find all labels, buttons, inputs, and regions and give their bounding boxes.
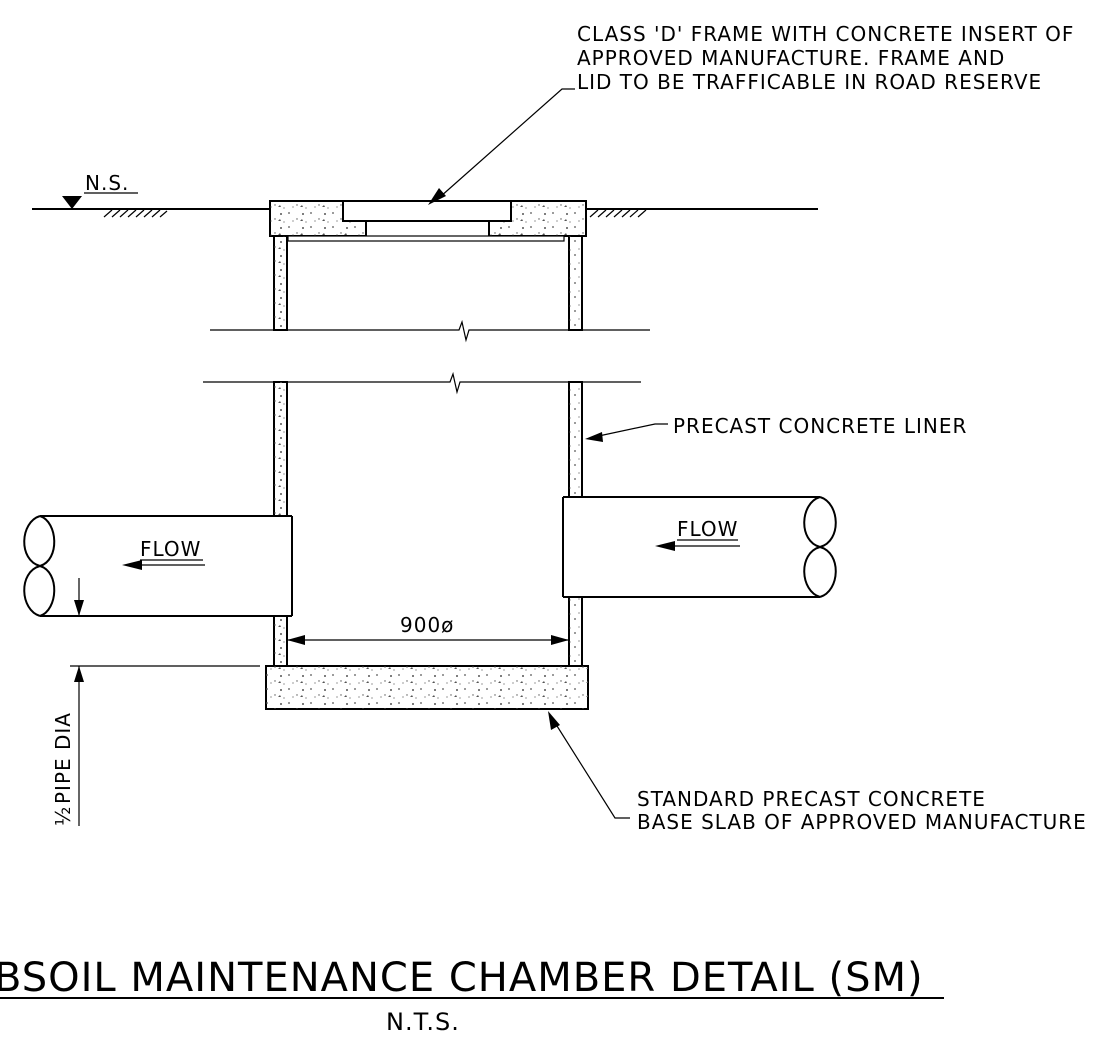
liner-wall-upper — [273, 235, 583, 331]
flow-arrow-left — [122, 560, 205, 570]
inlet-pipe-right — [562, 496, 837, 598]
ground-marker-label: N.S. — [85, 171, 129, 195]
scale-note: N.T.S. — [386, 1008, 460, 1036]
flow-arrow-right — [655, 541, 740, 551]
diameter-dimension — [287, 635, 569, 645]
drawing-title: BSOIL MAINTENANCE CHAMBER DETAIL (SM) — [0, 955, 924, 1001]
flow-label-right: FLOW — [677, 517, 738, 541]
half-pipe-dia-dimension — [70, 578, 260, 826]
inlet-pipe-left — [23, 515, 293, 617]
liner-note: PRECAST CONCRETE LINER — [673, 414, 967, 438]
level-marker-icon — [62, 196, 82, 209]
diameter-label: 900ø — [400, 613, 454, 637]
base-slab — [265, 665, 589, 710]
base-note-line-1: STANDARD PRECAST CONCRETE — [637, 787, 986, 811]
frame-and-lid — [269, 200, 587, 242]
flow-label-left: FLOW — [140, 537, 201, 561]
pipe-dia-label: PIPE DIA — [51, 712, 75, 804]
pipe-dia-fraction: ½ — [51, 806, 75, 826]
lid-note-line-3: LID TO BE TRAFFICABLE IN ROAD RESERVE — [577, 70, 1042, 94]
leader-lines — [428, 88, 668, 819]
break-lines — [203, 319, 650, 395]
ground-hatch-right — [589, 209, 647, 218]
pipe-dia-label-group: ½ PIPE DIA — [51, 712, 75, 826]
base-note-line-2: BASE SLAB OF APPROVED MANUFACTURE — [637, 810, 1087, 834]
lid-note-line-2: APPROVED MANUFACTURE. FRAME AND — [577, 46, 1005, 70]
ground-hatch-left — [103, 209, 168, 218]
lid-note-line-1: CLASS 'D' FRAME WITH CONCRETE INSERT OF — [577, 22, 1074, 46]
natural-surface-line — [32, 192, 818, 218]
